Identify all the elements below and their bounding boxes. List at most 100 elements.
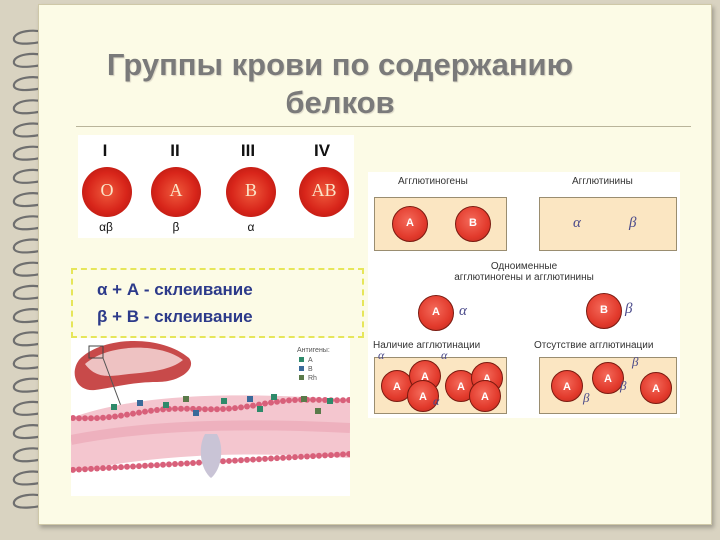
blood-cell-b: B <box>226 167 276 217</box>
lipid-head <box>130 410 136 417</box>
title-line-2: белков <box>285 85 395 120</box>
beta-antibody: β <box>625 301 633 317</box>
lipid-head <box>220 458 226 465</box>
lipid-head <box>172 461 178 468</box>
antigen-marker <box>193 410 199 416</box>
red-cell-a: A <box>418 295 454 331</box>
red-cell-b: B <box>586 293 622 329</box>
red-cell-a: A <box>551 370 583 402</box>
antigen-marker <box>221 398 227 404</box>
alpha-antibody: α <box>378 348 385 362</box>
antigen-marker <box>111 404 117 410</box>
lipid-head <box>304 453 310 460</box>
lipid-head <box>154 462 160 469</box>
antigen-marker <box>301 396 307 402</box>
absence-heading: Отсутствие агглютинации <box>534 340 654 351</box>
blood-cell-a: A <box>151 167 201 217</box>
red-cell-a: A <box>640 372 672 404</box>
lipid-head <box>310 453 316 460</box>
beta-antibody: β <box>632 354 639 369</box>
lipid-head <box>118 464 124 471</box>
lipid-head <box>322 452 328 459</box>
antigen-marker <box>137 400 143 406</box>
title-line-1: Группы крови по содержанию <box>106 47 574 82</box>
lipid-head <box>286 397 292 404</box>
lipid-head <box>244 403 250 410</box>
lipid-head <box>88 415 94 422</box>
lipid-head <box>256 456 262 463</box>
red-cell-a: A <box>469 380 501 412</box>
antigen-marker <box>315 408 321 414</box>
lipid-head <box>292 396 298 403</box>
lipid-head <box>76 415 82 422</box>
agglutinins-box: α β <box>539 197 677 251</box>
alpha-antibody: α <box>573 215 581 231</box>
slide-title: Группы крови по содержанию белков <box>60 46 620 122</box>
antigen-marker <box>247 396 253 402</box>
alpha-antibody: α <box>441 348 448 362</box>
lipid-head <box>232 457 238 464</box>
rule-alpha-a: α + А - склеивание <box>97 280 253 299</box>
legend-item: B <box>308 366 313 373</box>
agglutinogens-box: A B <box>374 197 507 251</box>
lipid-head <box>172 405 178 412</box>
lipid-head <box>142 462 148 469</box>
lipid-head <box>118 412 124 419</box>
lipid-head <box>148 462 154 469</box>
lipid-head <box>154 407 160 414</box>
beta-antibody: β <box>629 215 637 231</box>
lipid-head <box>88 465 94 472</box>
lipid-head <box>136 409 142 416</box>
red-cell-a: A <box>592 362 624 394</box>
lipid-head <box>220 406 226 413</box>
lipid-head <box>226 405 232 412</box>
lipid-head <box>274 455 280 462</box>
lipid-head <box>76 466 82 473</box>
lipid-head <box>124 463 130 470</box>
lipid-head <box>286 454 292 461</box>
lipid-head <box>250 402 256 409</box>
title-divider <box>76 126 691 127</box>
membrane-drawing: Антигены: A B Rh <box>70 340 352 478</box>
red-cell-a: A <box>407 380 439 412</box>
lipid-head <box>190 460 196 467</box>
lipid-head <box>316 452 322 459</box>
beta-antibody: β <box>620 378 627 393</box>
lipid-head <box>184 405 190 412</box>
agglutination-diagram: Агглютиногены Агглютинины A B α β Одноим… <box>368 172 680 418</box>
lipid-head <box>262 400 268 407</box>
lipid-head <box>340 451 346 458</box>
antibody-label: αβ <box>99 220 113 234</box>
lipid-head <box>280 454 286 461</box>
lipid-head <box>316 396 322 403</box>
lipid-head <box>184 460 190 467</box>
lipid-head <box>310 396 316 403</box>
agglutinins-heading: Агглютинины <box>572 176 633 187</box>
legend-item: A <box>308 357 313 364</box>
lipid-head <box>244 456 250 463</box>
absence-box: A A A β β β <box>539 354 677 414</box>
antigen-marker <box>257 406 263 412</box>
lipid-head <box>70 415 76 422</box>
antigen-label: AB <box>311 180 337 200</box>
lipid-head <box>178 405 184 412</box>
lipid-head <box>100 465 106 472</box>
lipid-head <box>298 453 304 460</box>
antibody-label: β <box>172 220 180 234</box>
lipid-head <box>124 411 130 418</box>
lipid-head <box>196 459 202 466</box>
antigen-marker <box>271 394 277 400</box>
lipid-head <box>274 398 280 405</box>
legend-item: Rh <box>308 375 317 382</box>
presence-heading: Наличие агглютинации <box>373 340 481 351</box>
lipid-head <box>82 466 88 473</box>
antibody-label: α <box>247 220 255 234</box>
antigen-marker <box>327 398 333 404</box>
lipid-head <box>70 466 76 473</box>
beta-antibody: β <box>583 390 590 405</box>
lipid-head <box>106 414 112 421</box>
group-numeral: I <box>102 141 108 160</box>
lipid-head <box>112 464 118 471</box>
lipid-head <box>232 405 238 412</box>
lipid-head <box>322 397 328 404</box>
